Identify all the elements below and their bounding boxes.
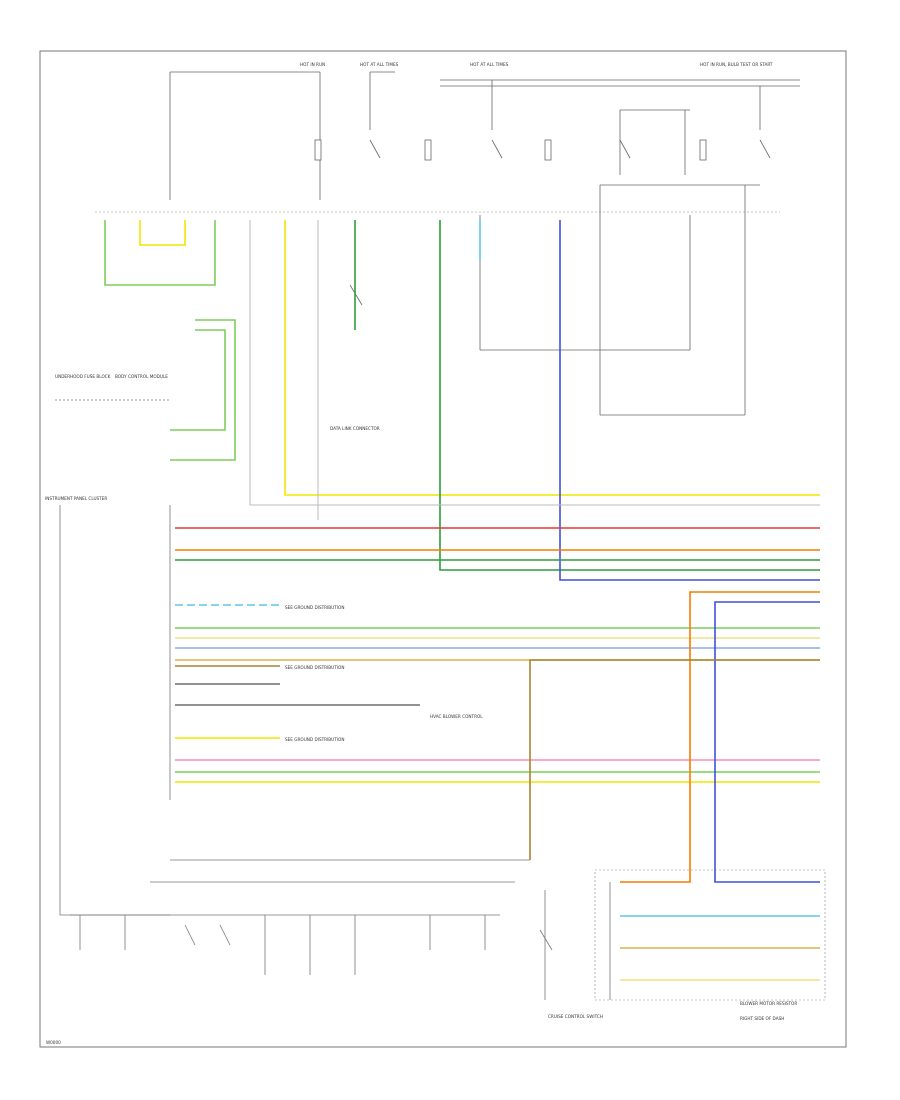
wire-gray-top [249,220,820,506]
top-label-1: HOT IN RUN [300,62,325,67]
fuse-3 [544,139,552,161]
vertical-wires [104,220,820,581]
bottom-label-dash: RIGHT SIDE OF DASH [740,1016,784,1021]
top-label-4: HOT IN RUN, BULB TEST OR START [700,62,773,67]
blower-wires [529,591,820,981]
bottom-switch-bank [70,859,611,1000]
wire-lt-green-left-2 [170,329,226,431]
note-hvac: HVAC BLOWER CONTROL [430,714,483,719]
diagram-frame [39,50,847,1048]
note-data-link: DATA LINK CONNECTOR [330,426,380,431]
harness-lines [175,527,820,783]
wire-yellow-loop [139,220,186,246]
note-ground-1: SEE GROUND DISTRIBUTION [285,605,344,610]
note-ground-3: SEE GROUND DISTRIBUTION [285,737,344,742]
left-module-label-1: UNDERHOOD FUSE BLOCK [55,374,111,379]
fuse-1 [314,139,322,161]
power-feeds [169,71,800,416]
fuses [314,139,707,161]
fuse-4 [699,139,707,161]
wire-yellow-main [284,220,820,496]
wire-blue-return [714,601,820,883]
wire-green-main [439,220,820,571]
fuse-2 [424,139,432,161]
note-ground-2: SEE GROUND DISTRIBUTION [285,665,344,670]
wire-lt-green-loop [104,220,216,286]
wire-orange-return [620,591,820,883]
left-module-label-2: BODY CONTROL MODULE [115,374,168,379]
top-label-3: HOT AT ALL TIMES [470,62,509,67]
left-module [55,399,171,916]
relay-contacts [349,139,771,306]
corner-code: W0000 [46,1040,61,1045]
wire-blue-main [559,220,820,581]
bottom-label-blower: BLOWER MOTOR RESISTOR [740,1001,797,1006]
top-label-2: HOT AT ALL TIMES [360,62,399,67]
wire-lt-green-left [170,319,236,461]
wire-brown-return [529,659,820,860]
left-module-label-3: INSTRUMENT PANEL CLUSTER [45,496,107,501]
bottom-label-cruise: CRUISE CONTROL SWITCH [548,1014,603,1019]
